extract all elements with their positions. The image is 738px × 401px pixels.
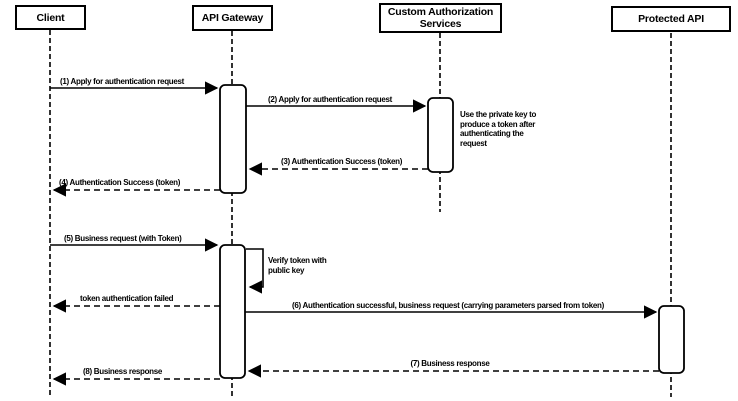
activation-api-gateway-1	[219, 84, 247, 194]
dashed-arrows	[52, 162, 659, 386]
note-private-key: Use the private key to produce a token a…	[460, 110, 537, 148]
activation-custom-auth	[427, 97, 454, 173]
participant-protected-api: Protected API	[611, 6, 731, 32]
participant-custom-authorization-services: Custom Authorization Services	[379, 3, 502, 33]
label-msg-4: (4) Authentication Success (token)	[59, 178, 181, 187]
label-msg-7: (7) Business response	[410, 359, 490, 368]
label-token-auth-failed: token authentication failed	[80, 294, 174, 303]
activation-bars	[219, 84, 685, 379]
participant-api-gateway: API Gateway	[192, 5, 273, 31]
participant-client: Client	[15, 5, 86, 30]
label-msg-1: (1) Apply for authentication request	[60, 77, 185, 86]
solid-arrows	[50, 81, 658, 319]
label-msg-8: (8) Business response	[83, 367, 163, 376]
label-msg-5: (5) Business request (with Token)	[64, 234, 182, 243]
activation-protected-api	[658, 305, 685, 374]
arrow-self-loop-verify-token	[246, 248, 264, 294]
activation-api-gateway-2	[219, 244, 246, 379]
label-self-loop-verify-token: Verify token with public key	[268, 256, 327, 275]
label-msg-3: (3) Authentication Success (token)	[281, 157, 403, 166]
label-msg-2: (2) Apply for authentication request	[268, 95, 393, 104]
label-msg-6: (6) Authentication successful, business …	[292, 301, 604, 310]
